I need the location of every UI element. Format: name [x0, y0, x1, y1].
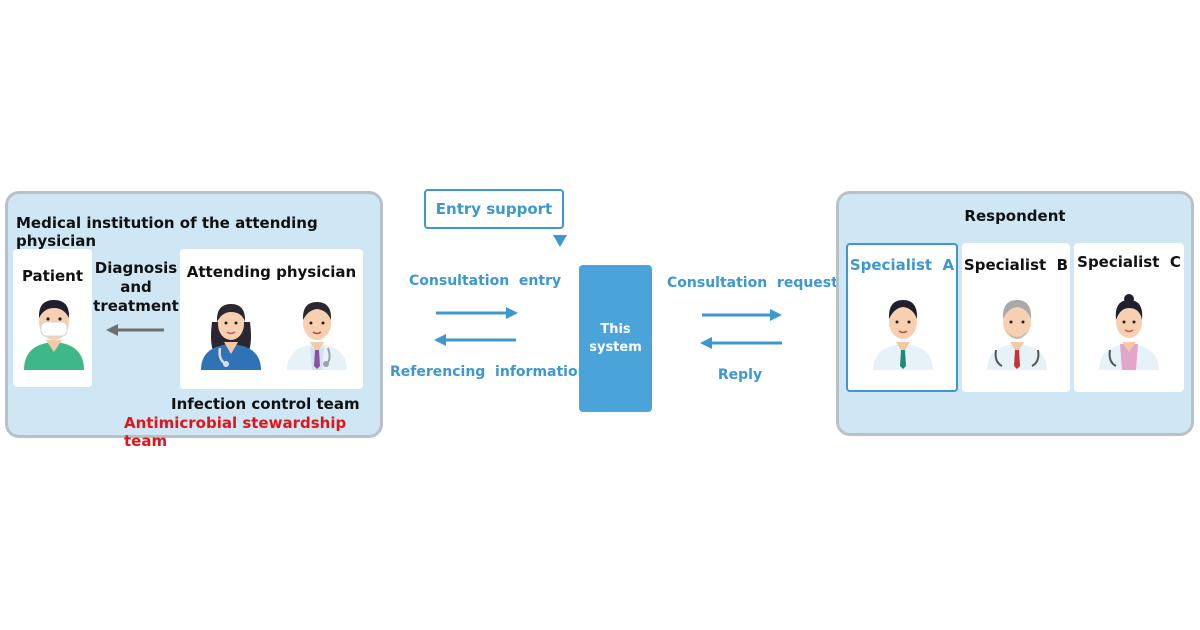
left-panel-title: Medical institution of the attending phy… — [16, 214, 318, 250]
diagnosis-label: Diagnosis — [94, 259, 178, 277]
infection-control-label: Infection control team — [171, 395, 360, 413]
physician-label: Attending physician — [186, 263, 357, 281]
treatment-label: treatment — [93, 297, 179, 315]
stewardship-label: Antimicrobial stewardship team — [124, 414, 347, 450]
specialist-b-icon — [984, 288, 1050, 370]
left-arrow-reference — [432, 333, 518, 347]
entry-support-pointer — [553, 235, 567, 247]
right-panel-title: Respondent — [964, 207, 1066, 225]
system-label-line1: This — [600, 322, 631, 337]
specialist-a-label: Specialist A — [849, 256, 955, 274]
specialist-a-icon — [870, 288, 936, 370]
specialist-c-label: Specialist C — [1077, 253, 1181, 271]
and-label: and — [120, 278, 152, 296]
entry-support-label: Entry support — [435, 200, 553, 218]
consultation-request-label: Consultation request — [667, 275, 838, 291]
right-arrow-request — [700, 308, 784, 322]
system-label-line2: system — [589, 340, 642, 355]
system-box — [579, 265, 652, 412]
consultation-entry-label: Consultation entry — [409, 273, 562, 289]
right-arrow-entry — [434, 306, 520, 320]
gray-left-arrow — [104, 323, 166, 337]
patient-label: Patient — [21, 267, 84, 285]
reply-label: Reply — [717, 367, 763, 383]
entry-support-box — [424, 189, 564, 229]
female-physician-icon — [198, 292, 264, 370]
referencing-information-label: Referencing information — [390, 364, 588, 380]
male-physician-icon — [284, 292, 350, 370]
specialist-b-label: Specialist B — [963, 256, 1069, 274]
left-arrow-reply — [698, 336, 784, 350]
specialist-c-icon — [1096, 288, 1162, 370]
patient-icon — [22, 292, 86, 370]
